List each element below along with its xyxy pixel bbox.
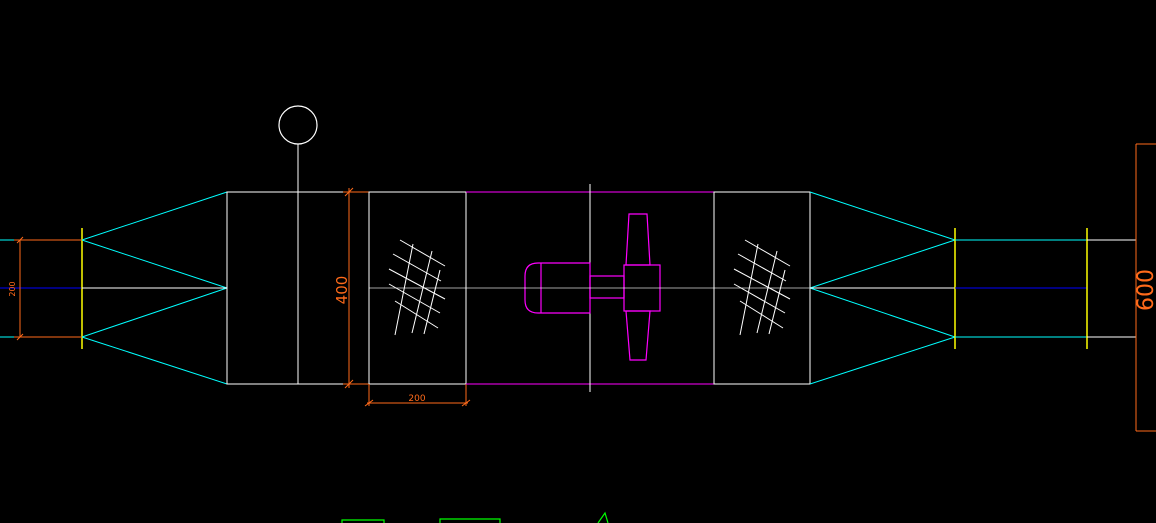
right-transition-outer-top (809, 191, 956, 241)
right-transition-outer-bottom (809, 336, 956, 385)
filter-right-stroke (756, 250, 778, 334)
fw-dim-tick-right (461, 399, 471, 407)
left-dim-tick-bottom (16, 333, 24, 341)
left-transition-diag-top (81, 239, 228, 289)
filter-width-label: 200 (408, 394, 425, 404)
green-fragment-3 (597, 511, 609, 523)
section-height-dimension: 400 (333, 187, 369, 389)
filter-left-stroke (392, 253, 442, 282)
filter-right-stroke (739, 243, 759, 336)
filter-width-dimension: 200 (364, 384, 471, 407)
right-transition-diag-bottom (809, 287, 956, 338)
filter-right-stroke (768, 269, 786, 335)
bottom-cropped-fragments (341, 511, 609, 523)
filter-left-stroke (399, 239, 446, 267)
sec-dim-tick-top (344, 187, 354, 197)
circle-sensor-icon (278, 105, 318, 145)
filter-right-stroke (733, 283, 786, 314)
left-height-dimension: 200 (8, 236, 82, 341)
sensor-section (226, 105, 370, 385)
right-duct (954, 228, 1136, 349)
section-height-label: 400 (333, 276, 351, 305)
left-transition (81, 191, 228, 385)
right-transition (809, 191, 956, 385)
filter-right-stroke (737, 253, 787, 282)
fw-dim-tick-left (364, 399, 374, 407)
fan-motor-icon (524, 213, 661, 361)
fan-impeller (625, 213, 651, 361)
motor-body (524, 262, 591, 314)
left-height-label: 200 (8, 281, 17, 296)
filter-left-stroke (394, 243, 414, 336)
filter-section-right (713, 191, 811, 385)
left-transition-diag-bottom (81, 287, 228, 338)
sec-dim-tick-bottom (344, 379, 354, 389)
green-fragment-1 (341, 519, 385, 523)
right-height-label: 600 (1134, 269, 1156, 311)
filter-right-stroke (733, 268, 791, 300)
left-transition-outer-bottom (81, 336, 228, 385)
filter-right-stroke (744, 239, 791, 267)
crosshatch-filter-icon (388, 239, 446, 336)
left-duct: 200 (0, 228, 83, 349)
motor-shaft (589, 275, 625, 299)
right-transition-diag-top (809, 239, 956, 289)
green-fragment-2 (439, 518, 501, 523)
filter-left-stroke (423, 269, 441, 335)
fan-section (466, 184, 714, 392)
right-height-dimension: 600 (1134, 143, 1156, 432)
filter-left-stroke (388, 283, 441, 314)
left-transition-outer-top (81, 191, 228, 241)
filter-left-stroke (388, 268, 446, 300)
filter-left-stroke (411, 250, 433, 334)
left-dim-tick-top (16, 236, 24, 244)
crosshatch-filter-icon (733, 239, 791, 336)
